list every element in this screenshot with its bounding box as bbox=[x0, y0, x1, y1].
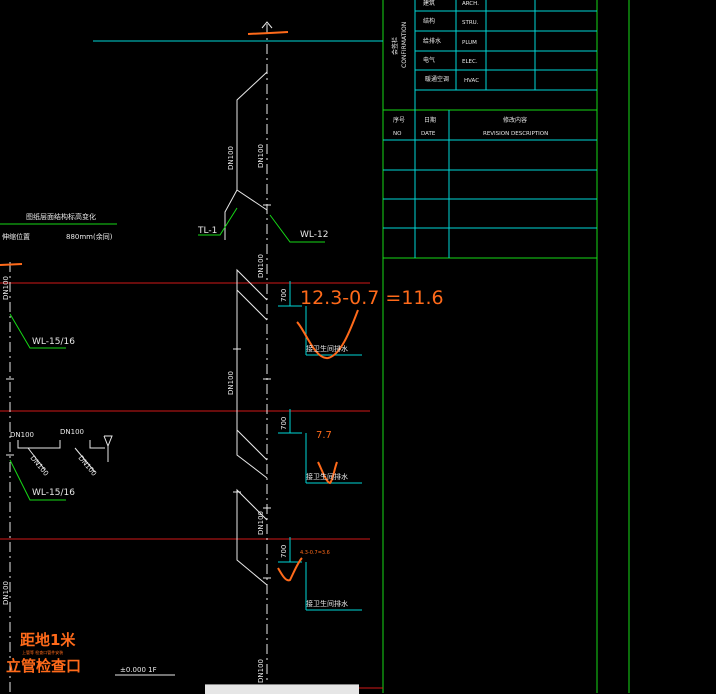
left-note-line3: 880mm(余同) bbox=[66, 232, 113, 241]
revision-headers: 序号 NO 日期 DATE 修改内容 REVISION DESCRIPTION bbox=[393, 116, 548, 137]
rev-no-en: NO bbox=[393, 131, 402, 137]
discipline-en-arch: ARCH. bbox=[462, 1, 479, 7]
dim-700-c: 700 bbox=[280, 545, 288, 558]
left-notes: 图纸层面结构标高变化 伸缩位置 880mm(余同) bbox=[2, 212, 113, 241]
rev-desc-en: REVISION DESCRIPTION bbox=[483, 131, 548, 137]
label-dn100-c: DN100 bbox=[257, 254, 265, 278]
note-cleanout: 立管检查口 bbox=[6, 657, 81, 675]
calc-low-annotation: 4.3-0.7=3.6 bbox=[300, 550, 330, 556]
dim-700-a: 700 bbox=[280, 289, 288, 302]
check-mark-floor-3 bbox=[296, 309, 359, 359]
label-dn100-s1: DN100 bbox=[28, 454, 50, 478]
calc-top-annotation: 12.3-0.7 =11.6 bbox=[300, 287, 444, 309]
fixture-label-a: 接卫生间排水 bbox=[306, 344, 348, 353]
note-height: 距地1米 bbox=[20, 631, 76, 649]
vent-cap-mark bbox=[247, 31, 289, 35]
confirmation-table bbox=[383, 0, 597, 258]
level-mark: ±0.000 1F bbox=[115, 666, 175, 676]
label-dn100-d: DN100 bbox=[227, 371, 235, 395]
label-dn100-s2: DN100 bbox=[76, 454, 98, 478]
label-dn100-f: DN100 bbox=[257, 659, 265, 683]
title-block bbox=[382, 0, 630, 693]
discipline-en-elec: ELEC. bbox=[462, 59, 478, 65]
label-dn100-h1: DN100 bbox=[10, 431, 34, 439]
fixture-label-b: 接卫生间排水 bbox=[306, 472, 348, 481]
rev-date-cn: 日期 bbox=[424, 116, 436, 124]
orange-annotations: 12.3-0.7 =11.6 7.7 4.3-0.7=3.6 距地1米 上管等 … bbox=[6, 287, 444, 675]
rev-date-en: DATE bbox=[421, 131, 436, 137]
discipline-en-hvac: HVAC bbox=[464, 78, 479, 84]
discipline-cn-arch: 建筑 bbox=[423, 0, 435, 7]
main-stack bbox=[224, 21, 273, 693]
stack-ids: TL-1 WL-12 WL-15/16 WL-15/16 bbox=[32, 226, 328, 498]
confirmation-vertical-label: CONFIRMATION 会签栏 bbox=[391, 22, 408, 68]
confirmation-en-text: CONFIRMATION bbox=[401, 22, 408, 68]
dim-700-b: 700 bbox=[280, 417, 288, 430]
label-dn100-left2: DN100 bbox=[2, 581, 10, 605]
left-stack bbox=[6, 262, 113, 693]
fixture-label-c: 接卫生间排水 bbox=[306, 599, 348, 608]
discipline-rows: 建筑 ARCH. 结构 STRU. 给排水 PLUM 电气 ELEC. 暖通空调… bbox=[423, 0, 479, 84]
discipline-cn-plum: 给排水 bbox=[423, 37, 441, 45]
left-note-line1: 图纸层面结构标高变化 bbox=[26, 212, 96, 221]
label-wl1516-b: WL-15/16 bbox=[32, 488, 75, 498]
label-dn100-b: DN100 bbox=[257, 144, 265, 168]
discipline-en-plum: PLUM bbox=[462, 40, 477, 46]
check-mark-floor-2 bbox=[317, 461, 338, 485]
discipline-cn-elec: 电气 bbox=[423, 56, 435, 64]
label-dn100-e: DN100 bbox=[257, 511, 265, 535]
label-tl1: TL-1 bbox=[197, 226, 217, 236]
discipline-cn-stru: 结构 bbox=[423, 17, 435, 25]
left-note-line2: 伸缩位置 bbox=[2, 232, 30, 241]
left-cap-mark bbox=[0, 263, 23, 266]
label-dn100-left: DN100 bbox=[2, 276, 10, 300]
rev-desc-cn: 修改内容 bbox=[503, 116, 527, 124]
dimension-labels: 700 700 700 bbox=[280, 289, 288, 558]
branch-floor-2 bbox=[278, 409, 362, 484]
check-mark-floor-1 bbox=[277, 557, 303, 582]
label-wl1516-a: WL-15/16 bbox=[32, 337, 75, 347]
floor-lines bbox=[0, 282, 370, 540]
rev-no-cn: 序号 bbox=[393, 116, 405, 124]
leaders bbox=[0, 207, 325, 501]
label-dn100-a: DN100 bbox=[227, 146, 235, 170]
discipline-en-stru: STRU. bbox=[462, 20, 479, 26]
label-wl12: WL-12 bbox=[300, 230, 328, 240]
command-status-bar[interactable] bbox=[205, 684, 359, 694]
note-small: 上管等 检查口管件安装 bbox=[22, 649, 63, 655]
level-1f: ±0.000 1F bbox=[120, 666, 157, 674]
discipline-cn-hvac: 暖通空调 bbox=[425, 75, 449, 83]
fixture-labels: 接卫生间排水 接卫生间排水 接卫生间排水 bbox=[306, 344, 348, 608]
label-dn100-h2: DN100 bbox=[60, 428, 84, 436]
pipe-labels: DN100 DN100 DN100 DN100 DN100 DN100 DN10… bbox=[2, 144, 265, 683]
calc-mid-annotation: 7.7 bbox=[316, 430, 332, 441]
confirmation-cn-text: 会签栏 bbox=[391, 37, 399, 55]
